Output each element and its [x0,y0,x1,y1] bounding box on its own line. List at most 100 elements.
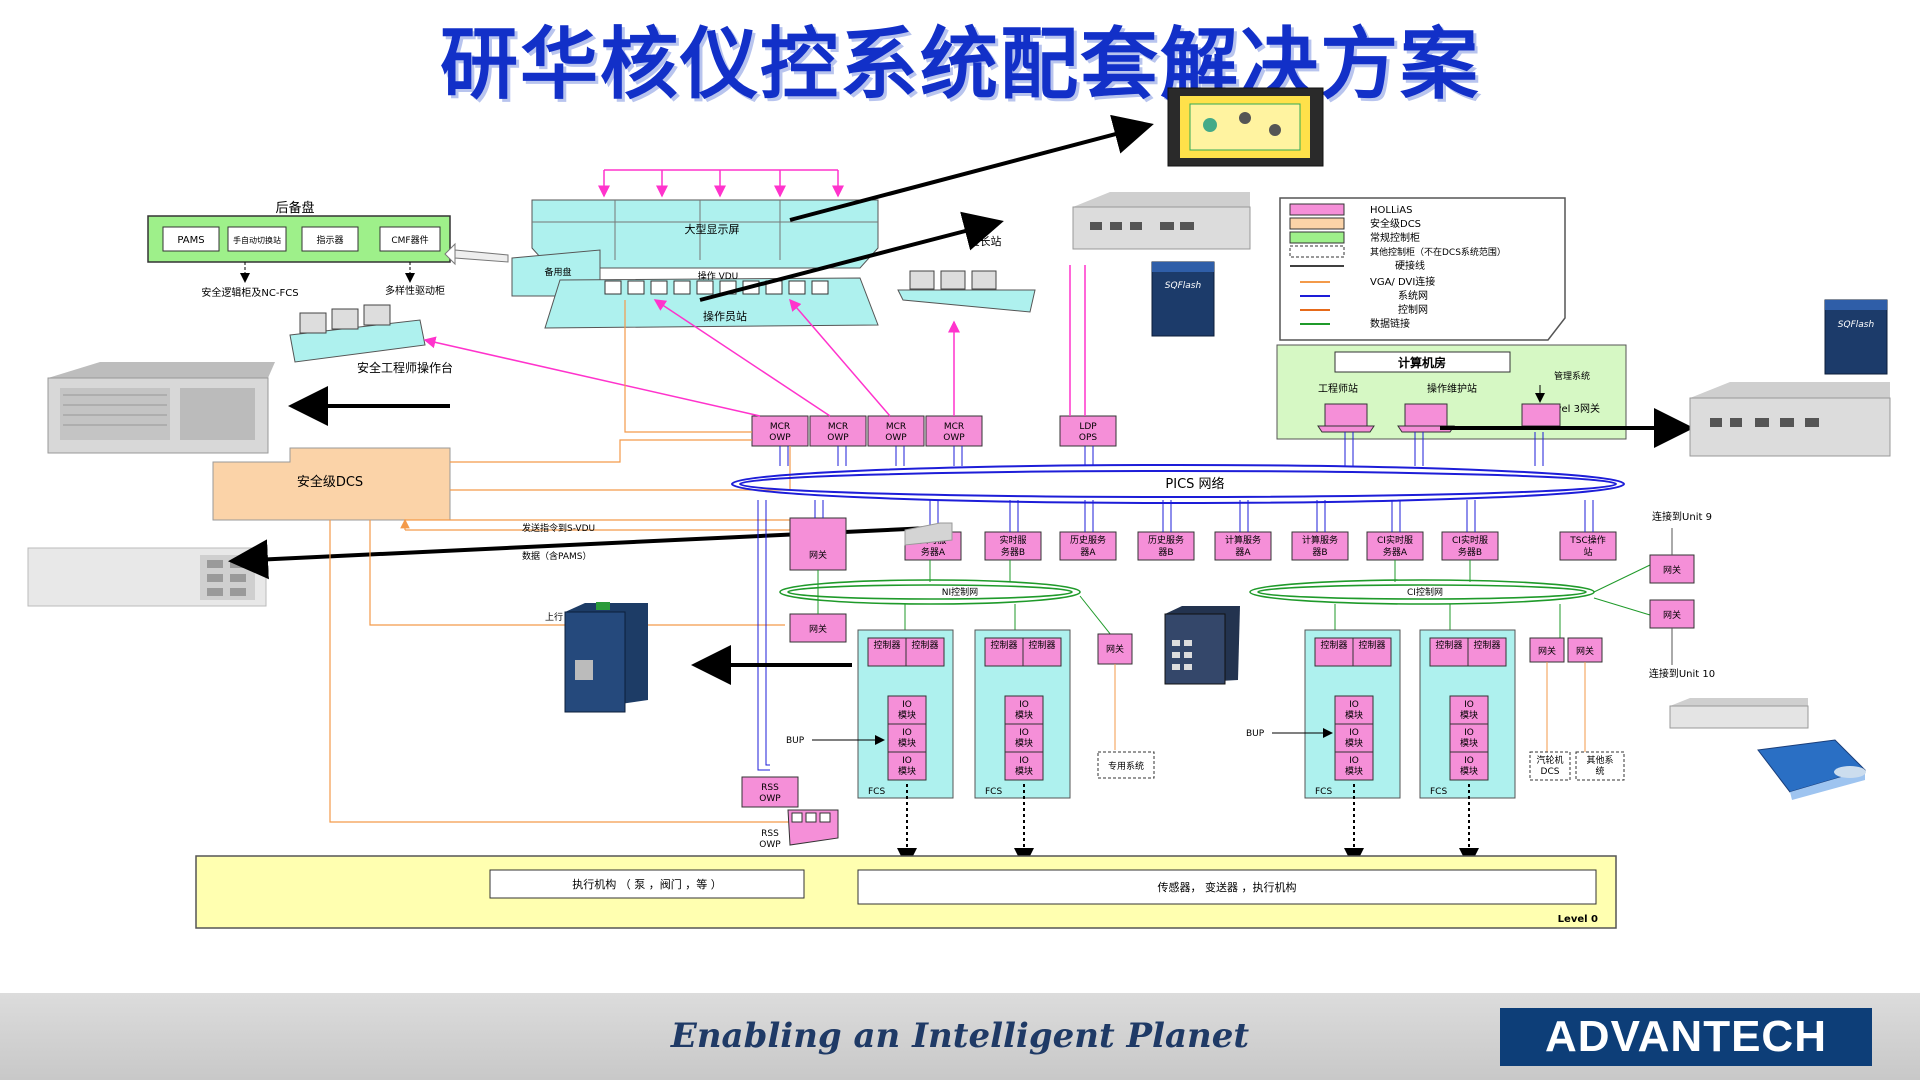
safety-dcs-box: 安全级DCS [212,447,451,521]
send-cmd-label: 发送指令到S-VDU [522,522,595,534]
fcs3-ctrl-a: 控制器 [1320,639,1347,651]
advantech-logo: ADVANTECH [1500,1008,1872,1066]
safety-console: 安全工程师操作台 [289,304,453,375]
fcs4-io1-l2: 模块 [1460,709,1478,721]
pics-label: PICS 网络 [1165,476,1224,492]
fcs1-label: FCS [868,787,885,797]
sqflash-label-1: SQFlash [1165,281,1202,291]
management-label: 管理系统 [1554,370,1590,382]
operator-vdu-label: 操作 VDU [698,270,739,282]
server-3-l2: 器A [1080,547,1096,558]
owp-3-l2: OWP [885,433,907,443]
fcs1-io1-l1: IO [902,700,912,710]
server-5-l1: 计算服务 [1225,534,1261,546]
server-4-l1: 历史服务 [1148,534,1184,546]
legend-item-4: 硬接线 [1395,259,1425,272]
footer-slogan: Enabling an Intelligent Planet [670,1016,1250,1056]
right-gateways: 网关 网关 汽轮机 DCS 其他系 统 网关 网关 连接到Unit 9 连接到U… [1529,510,1715,781]
server-drops [757,500,1594,771]
server-7-l1: CI实时服 [1377,534,1413,546]
fcs4-io3-l1: IO [1464,756,1474,766]
data-pams-label: 数据（含PAMS） [522,550,592,562]
panel-monitor-image [1167,87,1324,167]
fcs4-io2-l2: 模块 [1460,737,1478,749]
gateway-1-label: 网关 [809,549,827,561]
legend-item-2: 常规控制柜 [1370,231,1420,244]
box-pc-top-image [1072,192,1251,250]
server-row: 网关 实时服 务器A 实时服 务器B 历史服务 器A 历史服务 器B 计算服务 … [789,517,1617,571]
bup-label-1: BUP [786,736,805,746]
system-net-drops [779,432,1544,466]
fcs1-ctrl-b: 控制器 [911,639,938,651]
box-pc-right-image [1689,382,1891,457]
switch-image-2 [1164,606,1240,685]
fcs2-io3-l1: IO [1019,756,1029,766]
legend: HOLLiAS 安全级DCS 常规控制柜 其他控制柜（不在DCS系统范围） 硬接… [1279,197,1566,341]
gateway-ni-label: 网关 [1106,643,1124,655]
owp-4-l2: OWP [943,433,965,443]
rss-owp-2-l2: OWP [759,840,781,850]
level0-field: 执行机构 （ 泵 ，阀门 ，等 ） 传感器， 变送器 ，执行机构 Level 0 [195,855,1617,929]
backup-panel: 后备盘 PAMS 手自动切换站 指示器 CMF器件 安全逻辑柜及NC-FCS 多… [147,200,509,299]
server-6-l2: 器B [1312,547,1327,558]
fcs3-io3-l2: 模块 [1345,765,1363,777]
io-chassis-image [27,547,267,607]
fcs3-io1-l1: IO [1349,700,1359,710]
server-9-l2: 站 [1583,546,1592,558]
sqflash-card-1: SQFlash [1151,261,1215,337]
server-9-l1: TSC操作 [1569,534,1606,546]
owp-1-l2: OWP [769,433,791,443]
rackmount-image [1669,698,1809,729]
ni-control-net: NI控制网 [779,579,1081,605]
io-downlinks [897,784,1479,868]
switch-image-1 [904,522,953,546]
fcs4-ctrl-b: 控制器 [1473,639,1500,651]
backup-item-indicator: 指示器 [316,234,343,246]
legend-item-3: 其他控制柜（不在DCS系统范围） [1370,246,1506,258]
rss-owp-2-l1: RSS [761,829,779,839]
fcs2-io2-l1: IO [1019,728,1029,738]
gateway-unit9-label: 网关 [1663,564,1681,576]
legend-item-5: VGA/ DVI连接 [1370,275,1435,288]
rack-pc-image [47,362,275,454]
backup-sub-right: 多样性驱动柜 [385,284,445,297]
turbine-dcs-l1: 汽轮机 [1536,754,1563,766]
fcs1-io3-l1: IO [902,756,912,766]
ldp-l2: OPS [1079,433,1098,443]
server-2-l1: 实时服 [999,534,1026,546]
maintenance-station-label: 操作维护站 [1427,382,1477,395]
sqflash-label-2: SQFlash [1838,320,1875,330]
hardwire-top [598,169,844,198]
owp-2-l2: OWP [827,433,849,443]
fcs2-io2-l2: 模块 [1015,737,1033,749]
rss-owp: RSS OWP RSS OWP [741,776,839,850]
legend-item-1: 安全级DCS [1370,217,1421,230]
fcs1-io2-l1: IO [902,728,912,738]
fcs1-io3-l2: 模块 [898,765,916,777]
owp-1-l1: MCR [770,422,790,432]
backup-item-pams: PAMS [177,235,204,246]
unit9-label: 连接到Unit 9 [1652,510,1712,523]
owp-row: MCR OWP MCR OWP MCR OWP MCR OWP LDP OPS [751,415,1117,447]
fcs2-io1-l2: 模块 [1015,709,1033,721]
sqflash-card-2: SQFlash [1824,299,1888,375]
hardwire-owp [423,265,1086,417]
fcs3-io1-l2: 模块 [1345,709,1363,721]
server-6-l1: 计算服务 [1302,534,1338,546]
fcs2-io3-l2: 模块 [1015,765,1033,777]
fcs2-label: FCS [985,787,1002,797]
server-3-l1: 历史服务 [1070,534,1106,546]
legend-item-0: HOLLiAS [1370,205,1413,216]
backup-item-switch: 手自动切换站 [233,235,281,245]
turbine-dcs-l2: DCS [1541,767,1560,777]
pics-network: PICS 网络 [731,464,1625,504]
fcs1-ctrl-a: 控制器 [873,639,900,651]
owp-4-l1: MCR [944,422,964,432]
backup-item-cmf: CMF器件 [391,234,428,246]
fcs2-ctrl-a: 控制器 [990,639,1017,651]
ldp-l1: LDP [1079,422,1097,432]
server-5-l2: 器A [1235,547,1251,558]
operator-station-label: 操作员站 [703,309,747,323]
legend-item-8: 数据链接 [1370,317,1410,330]
